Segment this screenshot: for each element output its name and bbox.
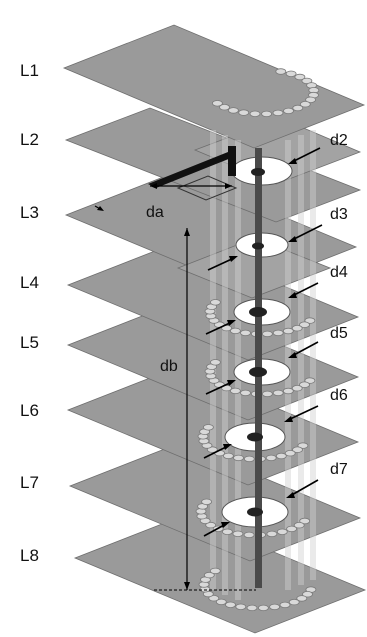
via-hole bbox=[272, 329, 284, 337]
via-hole bbox=[291, 385, 303, 392]
via-hole bbox=[275, 452, 287, 460]
via-hole bbox=[202, 424, 214, 431]
via-hole bbox=[229, 327, 241, 335]
arrow-d4 bbox=[205, 282, 319, 335]
via-hole bbox=[266, 530, 278, 538]
via-hole bbox=[296, 595, 308, 602]
label-da: da bbox=[146, 204, 164, 221]
via-hole bbox=[291, 325, 303, 332]
via-hole bbox=[299, 381, 310, 388]
layer-label-l4: L4 bbox=[20, 273, 39, 292]
via-hole bbox=[286, 525, 298, 533]
via-ring-l7 bbox=[195, 498, 311, 539]
via-hole bbox=[243, 455, 255, 463]
via-hole bbox=[282, 387, 294, 395]
via-hole bbox=[246, 604, 258, 612]
arrow-d6 bbox=[203, 405, 319, 459]
arrow-d5 bbox=[205, 341, 319, 395]
via-hole bbox=[240, 389, 251, 397]
intermediate-plate bbox=[176, 237, 332, 299]
layer-label-l6: L6 bbox=[20, 401, 39, 420]
via-hole bbox=[203, 571, 215, 579]
via-hole bbox=[261, 110, 273, 118]
via-hole bbox=[275, 68, 287, 75]
via-hole bbox=[209, 299, 221, 306]
via-hole bbox=[233, 454, 244, 462]
label-d5: d5 bbox=[330, 325, 348, 342]
via-hole bbox=[276, 528, 288, 535]
via-hole bbox=[249, 110, 261, 117]
via-hole bbox=[232, 530, 244, 537]
via-hole bbox=[201, 498, 213, 505]
via-hole bbox=[227, 107, 239, 114]
label-db: db bbox=[160, 358, 178, 375]
da-dimension bbox=[150, 183, 232, 189]
arrow-d3 bbox=[207, 224, 323, 271]
via-hole bbox=[219, 103, 230, 111]
via-hole bbox=[288, 598, 300, 606]
db-dimension bbox=[154, 228, 256, 591]
via-hole bbox=[243, 531, 255, 539]
via-hole bbox=[205, 521, 217, 529]
central-via-core bbox=[247, 148, 267, 588]
via-ring-l4 bbox=[204, 299, 316, 338]
via-hole bbox=[257, 604, 269, 612]
layer-label-l7: L7 bbox=[20, 473, 39, 492]
via-hole bbox=[265, 454, 277, 462]
layer-label-l3: L3 bbox=[20, 203, 39, 222]
via-ring-l1 bbox=[211, 68, 320, 118]
via-ring-l5 bbox=[204, 359, 316, 398]
l3-edge-marker bbox=[94, 205, 104, 211]
layer-label-l2: L2 bbox=[20, 130, 39, 149]
via-hole bbox=[261, 330, 273, 338]
arrow-d7 bbox=[203, 479, 319, 537]
via-hole bbox=[209, 567, 221, 575]
via-hole bbox=[283, 107, 294, 115]
via-hole bbox=[222, 452, 234, 460]
via-hole bbox=[272, 389, 284, 397]
label-d4: d4 bbox=[330, 264, 348, 281]
via-hole bbox=[209, 359, 221, 366]
arrow-d2 bbox=[288, 147, 321, 164]
via-hole bbox=[292, 104, 304, 112]
via-hole bbox=[282, 327, 294, 335]
via-hole bbox=[305, 96, 317, 103]
via-hole bbox=[272, 109, 284, 117]
via-hole bbox=[261, 390, 273, 398]
via-hole bbox=[215, 598, 227, 606]
via-hole bbox=[302, 591, 313, 598]
via-ring-l8 bbox=[198, 567, 317, 612]
via-hole bbox=[292, 446, 303, 453]
via-hole bbox=[299, 321, 310, 328]
feed-stripline bbox=[148, 146, 238, 201]
via-hole bbox=[284, 450, 296, 457]
via-hole bbox=[294, 73, 306, 81]
via-hole bbox=[211, 100, 223, 107]
via-hole bbox=[221, 528, 233, 535]
via-hole bbox=[235, 603, 247, 610]
label-d6: d6 bbox=[330, 387, 348, 404]
via-hole bbox=[269, 603, 281, 611]
layer-label-l1: L1 bbox=[20, 61, 39, 80]
label-d3: d3 bbox=[330, 206, 348, 223]
label-d7: d7 bbox=[330, 461, 348, 478]
via-hole bbox=[238, 109, 250, 116]
via-hole bbox=[240, 329, 251, 337]
layer-label-l8: L8 bbox=[20, 546, 39, 565]
via-hole bbox=[225, 601, 236, 608]
layer-plate-l1 bbox=[62, 24, 366, 149]
layer-label-l5: L5 bbox=[20, 333, 39, 352]
via-hole bbox=[299, 100, 311, 108]
via-hole bbox=[279, 601, 291, 609]
via-hole bbox=[293, 522, 305, 529]
via-hole bbox=[285, 70, 297, 77]
label-d2: d2 bbox=[330, 132, 348, 149]
via-hole bbox=[229, 387, 241, 395]
